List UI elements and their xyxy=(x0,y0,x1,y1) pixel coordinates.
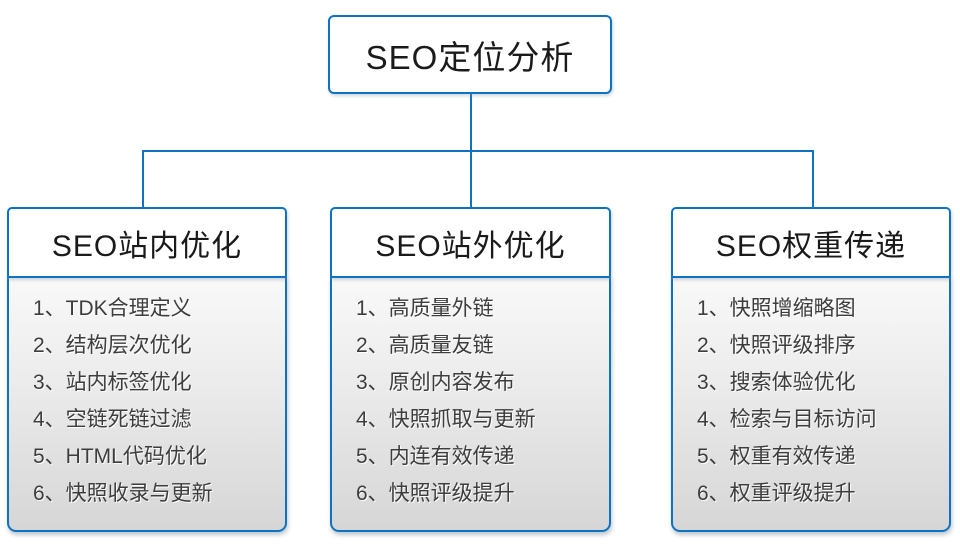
branch-offsite-optimization: SEO站外优化 1、高质量外链 2、高质量友链 3、原创内容发布 4、快照抓取与… xyxy=(330,207,611,532)
list-item: 2、结构层次优化 xyxy=(33,334,192,357)
root-node-label: SEO定位分析 xyxy=(365,38,575,76)
branch-weight-transfer: SEO权重传递 1、快照增缩略图 2、快照评级排序 3、搜索体验优化 4、检索与… xyxy=(671,207,951,532)
list-item: 3、原创内容发布 xyxy=(356,371,515,394)
list-item: 5、HTML代码优化 xyxy=(33,445,207,468)
branch-onsite-optimization: SEO站内优化 1、TDK合理定义 2、结构层次优化 3、站内标签优化 4、空链… xyxy=(7,207,287,532)
connector-horizontal xyxy=(142,150,814,152)
branch-header-offsite: SEO站外优化 xyxy=(330,207,611,278)
list-item: 1、高质量外链 xyxy=(356,297,494,320)
list-item: 2、高质量友链 xyxy=(356,334,494,357)
list-item: 6、权重评级提升 xyxy=(697,482,856,505)
branch-item-list-weight: 1、快照增缩略图 2、快照评级排序 3、搜索体验优化 4、检索与目标访问 5、权… xyxy=(671,276,951,532)
branch-header-weight: SEO权重传递 xyxy=(671,207,951,278)
list-item: 3、站内标签优化 xyxy=(33,371,192,394)
list-item: 4、检索与目标访问 xyxy=(697,408,877,431)
list-item: 1、快照增缩略图 xyxy=(697,297,856,320)
branch-title: SEO权重传递 xyxy=(715,229,907,263)
list-item: 4、快照抓取与更新 xyxy=(356,408,536,431)
list-item: 5、权重有效传递 xyxy=(697,445,856,468)
connector-middle-vertical xyxy=(470,150,472,208)
list-item: 4、空链死链过滤 xyxy=(33,408,192,431)
list-item: 6、快照收录与更新 xyxy=(33,482,213,505)
branch-title: SEO站外优化 xyxy=(375,229,566,263)
branch-item-list-offsite: 1、高质量外链 2、高质量友链 3、原创内容发布 4、快照抓取与更新 5、内连有… xyxy=(330,276,611,532)
root-node-seo-positioning-analysis: SEO定位分析 xyxy=(328,15,612,94)
connector-left-vertical xyxy=(142,150,144,208)
branch-title: SEO站内优化 xyxy=(51,229,243,263)
branch-item-list-onsite: 1、TDK合理定义 2、结构层次优化 3、站内标签优化 4、空链死链过滤 5、H… xyxy=(7,276,287,532)
branch-header-onsite: SEO站内优化 xyxy=(7,207,287,278)
connector-root-vertical xyxy=(470,93,472,151)
connector-right-vertical xyxy=(812,150,814,208)
list-item: 2、快照评级排序 xyxy=(697,334,856,357)
list-item: 3、搜索体验优化 xyxy=(697,371,856,394)
list-item: 1、TDK合理定义 xyxy=(33,297,192,320)
list-item: 6、快照评级提升 xyxy=(356,482,515,505)
list-item: 5、内连有效传递 xyxy=(356,445,515,468)
